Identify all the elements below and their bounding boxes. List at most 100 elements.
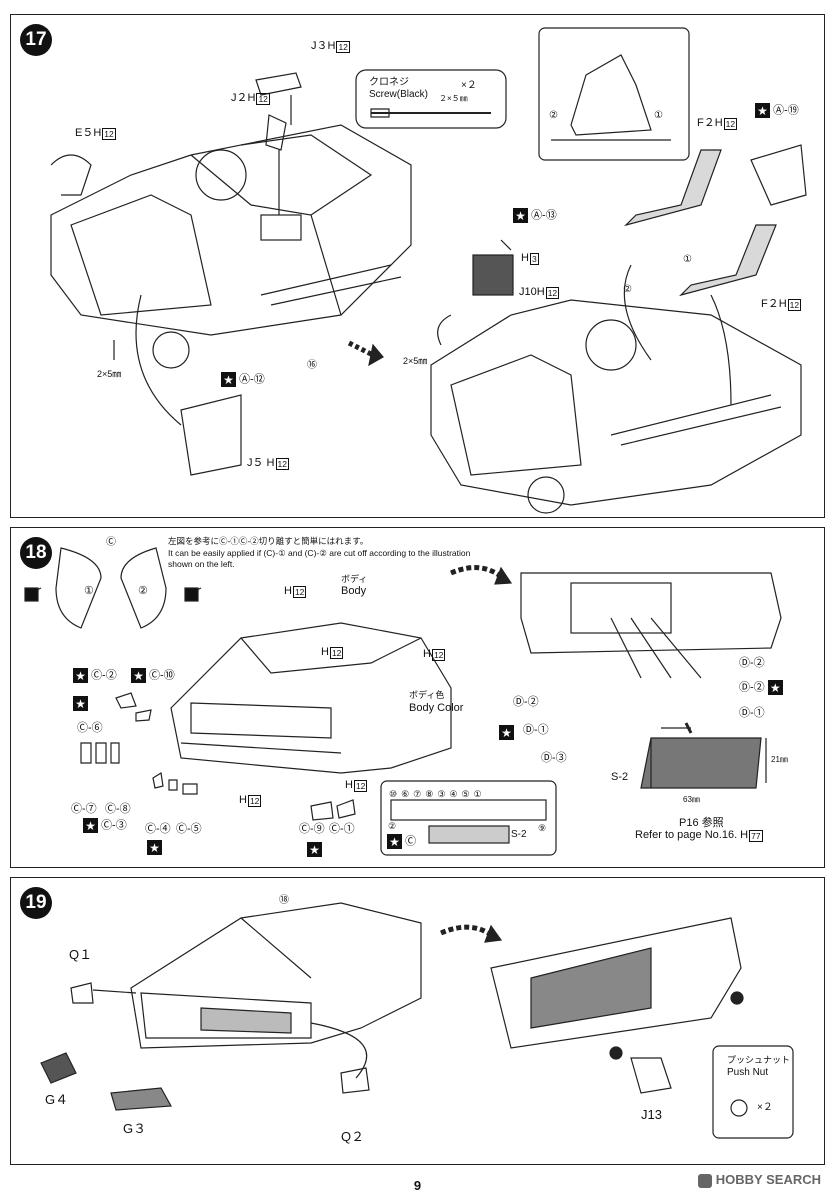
part-g3-label: G３ — [123, 1121, 147, 1136]
ref-step-16: ⑯ — [307, 360, 317, 371]
step-number: 18 — [20, 537, 52, 569]
page-number: 9 — [413, 1178, 422, 1193]
grille-decal-c: ★ Ⓒ — [387, 834, 416, 849]
decal-c4: Ⓒ-④ — [145, 823, 171, 835]
decal-star-c4: ★ — [147, 840, 162, 855]
mesh-width-dim: 63㎜ — [683, 795, 700, 804]
seat-mark-2b: ② — [623, 284, 632, 295]
screw-box-jp: クロネジ — [369, 77, 409, 88]
step-18-illustration — [24, 547, 782, 856]
decal-c8: Ⓒ-⑧ — [105, 803, 131, 815]
part-q2-label: Q２ — [341, 1129, 365, 1144]
step-17-illustration — [50, 27, 807, 514]
grille-numbers: ⑩⑥⑦⑧③④⑤① — [389, 789, 486, 799]
decal-a12: ★ Ⓐ-⑫ — [221, 372, 265, 387]
grille-2: ② — [388, 821, 397, 831]
decal-a19: ★ Ⓐ-⑲ — [755, 103, 799, 118]
decal-c6: Ⓒ-⑥ — [77, 722, 103, 734]
instruction-note-en-2: shown on the left. — [168, 559, 235, 569]
decal-d1-a: Ⓓ-① — [523, 724, 549, 736]
pushnut-qty: ×２ — [757, 1102, 773, 1113]
decal-c9: Ⓒ-⑨ — [299, 823, 325, 835]
step-number: 19 — [20, 887, 52, 919]
decal-d2-b: Ⓓ-② — [513, 696, 539, 708]
decal-c1-left: Ⓒ-① — [329, 823, 355, 835]
screw-box-qty: ×２ — [461, 80, 477, 91]
star-icon: ★ — [131, 668, 146, 683]
pushnut-label-en: Push Nut — [727, 1067, 769, 1078]
decal-c10: ★ Ⓒ-⑩ — [131, 668, 175, 683]
mesh-height-dim: 21㎜ — [771, 755, 788, 764]
step-19-panel: 19 ⑱ — [10, 877, 825, 1165]
decal-star-d: ★ — [499, 725, 514, 740]
screw-box-en: Screw(Black) — [369, 89, 428, 100]
star-icon: ★ — [83, 818, 98, 833]
decal-star-marker: ★ — [73, 696, 88, 711]
seat-mark-1: ① — [654, 110, 663, 121]
decal-c2: ② — [138, 585, 148, 597]
mesh-s2-label: S-2 — [611, 771, 629, 783]
watermark: HOBBY SEARCH — [697, 1172, 821, 1188]
star-icon: ★ — [73, 668, 88, 683]
seat-mark-1b: ① — [683, 254, 692, 265]
grille-9: ⑨ — [538, 823, 547, 833]
decal-c7: Ⓒ-⑦ — [71, 803, 97, 815]
star-icon: ★ — [767, 680, 783, 695]
step-19-illustration — [40, 902, 794, 1139]
decal-star-c9: ★ — [307, 842, 322, 857]
ref-step-18: ⑱ — [279, 895, 289, 906]
part-j13-label: J13 — [641, 1107, 662, 1122]
page-ref-jp: P16 参照 — [679, 817, 724, 829]
decal-c3: ★ Ⓒ-③ — [83, 818, 127, 833]
hobby-search-logo-icon — [697, 1173, 712, 1188]
bodycolor-label-jp: ボディ色 — [409, 690, 445, 700]
body-label-jp: ボディ — [341, 574, 368, 584]
screw-size-b: 2×5㎜ — [403, 356, 428, 366]
instruction-note-en-1: It can be easily applied if (C)-① and (C… — [168, 548, 471, 558]
decal-d1-b: Ⓓ-① — [739, 707, 765, 719]
body-label-en: Body — [341, 585, 367, 597]
decal-c1: ① — [84, 585, 94, 597]
step-number: 17 — [20, 24, 52, 56]
star-icon: ★ — [755, 103, 770, 118]
seat-mark-2: ② — [549, 110, 558, 121]
grille-s2: S-2 — [511, 829, 527, 840]
star-icon: ★ — [513, 208, 528, 223]
part-g4-label: G４ — [45, 1092, 69, 1107]
step-17-panel: 17 — [10, 14, 825, 518]
star-icon: ★ — [147, 840, 162, 855]
screw-size-a: 2×5㎜ — [97, 369, 122, 379]
part-q1-label: Q１ — [69, 947, 93, 962]
instruction-note-jp: 左図を参考にⒸ-①Ⓒ-②切り離すと簡単にはれます。 — [168, 536, 369, 546]
star-icon: ★ — [499, 725, 514, 740]
pushnut-label-jp: プッシュナット — [727, 1055, 791, 1065]
step-18-panel: 18 — [10, 527, 825, 868]
decal-a13: ★ Ⓐ-⑬ — [513, 208, 557, 223]
decal-d2-c: Ⓓ-② ★ — [739, 680, 783, 695]
star-icon: ★ — [221, 372, 236, 387]
star-icon: ★ — [387, 834, 402, 849]
decal-d3: Ⓓ-③ — [541, 752, 567, 764]
star-icon: ★ — [73, 696, 88, 711]
decal-d2-a: Ⓓ-② — [739, 657, 765, 669]
decal-c-label: Ⓒ — [106, 537, 116, 548]
star-icon: ★ — [307, 842, 322, 857]
screw-box-size: ２×５㎜ — [439, 94, 468, 103]
decal-c5: Ⓒ-⑤ — [176, 823, 202, 835]
bodycolor-label-en: Body Color — [409, 702, 464, 714]
decal-c2-left: ★ Ⓒ-② — [73, 668, 117, 683]
